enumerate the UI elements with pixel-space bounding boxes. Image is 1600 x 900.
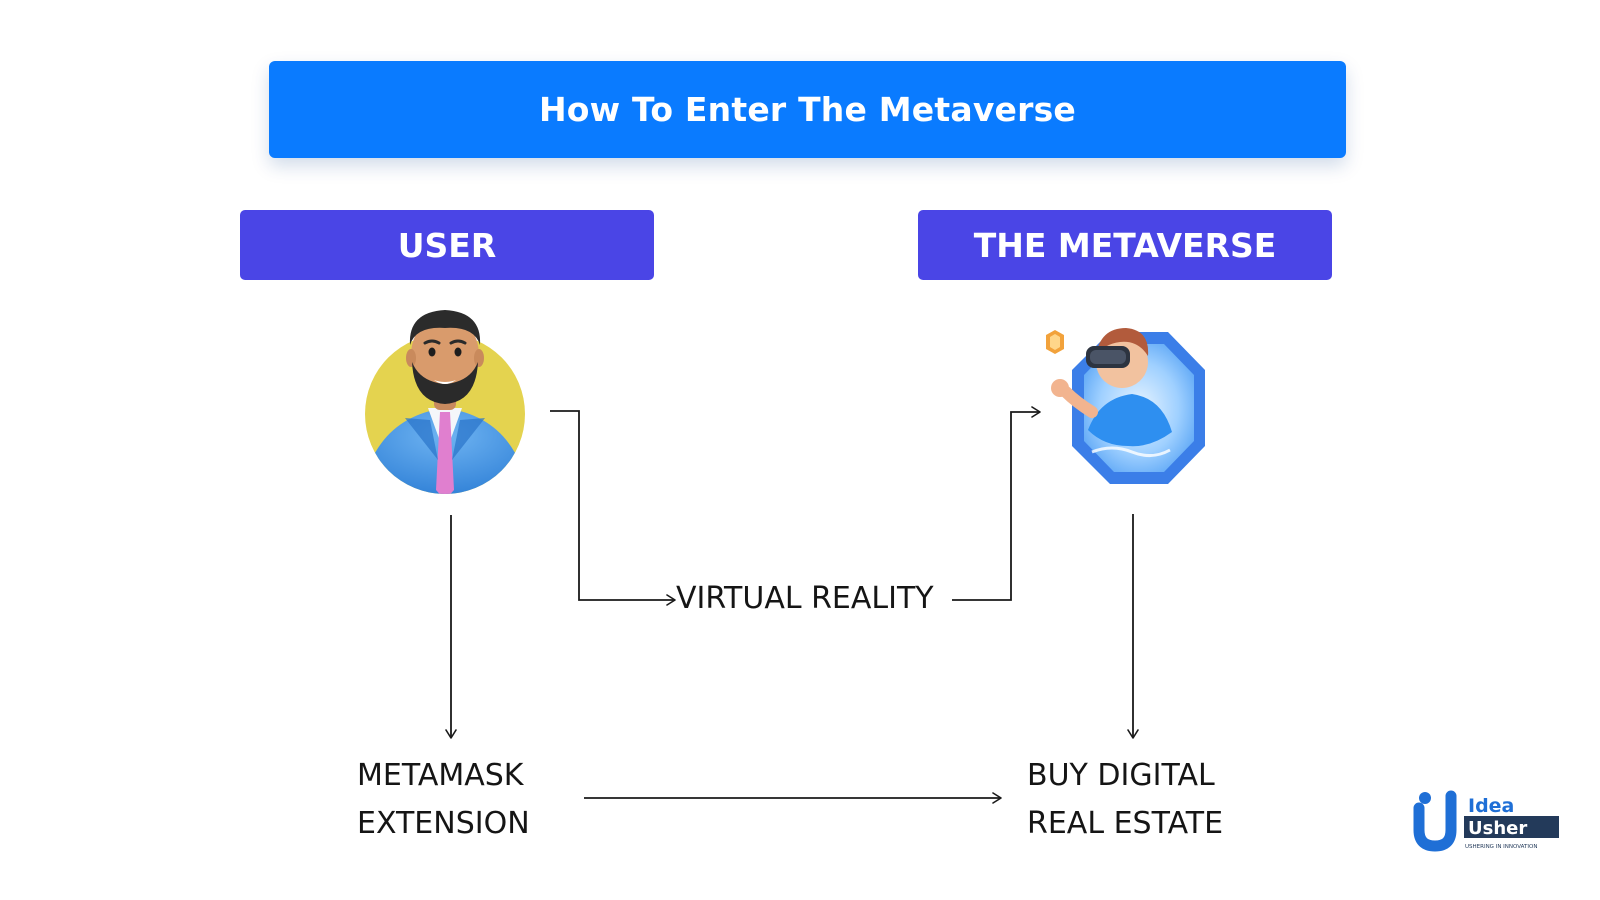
metaverse-header: THE METAVERSE <box>918 210 1332 280</box>
virtual-reality-label: VIRTUAL REALITY <box>676 581 934 616</box>
connector-vr-to-metaverse <box>952 406 1041 601</box>
title-banner: How To Enter The Metaverse <box>269 61 1346 158</box>
idea-usher-logo: Idea Usher USHERING IN INNOVATION <box>1413 790 1559 852</box>
logo-tagline: USHERING IN INNOVATION <box>1465 844 1537 850</box>
page-title: How To Enter The Metaverse <box>538 90 1077 129</box>
vr-headset-portal-icon <box>1046 328 1205 484</box>
logo-word-usher: Usher <box>1468 818 1527 839</box>
buy-line-2: REAL ESTATE <box>1027 806 1224 841</box>
metamask-extension-label: METAMASK EXTENSION <box>357 752 530 848</box>
connector-user-to-vr <box>550 410 676 606</box>
metamask-line-1: METAMASK <box>357 758 524 793</box>
user-header-label: USER <box>397 225 497 265</box>
buy-line-1: BUY DIGITAL <box>1027 758 1215 793</box>
metamask-line-2: EXTENSION <box>357 806 530 841</box>
metaverse-header-label: THE METAVERSE <box>973 225 1277 265</box>
user-header: USER <box>240 210 654 280</box>
logo-word-idea: Idea <box>1468 795 1514 817</box>
businessman-avatar-icon <box>365 310 525 494</box>
buy-digital-real-estate-label: BUY DIGITAL REAL ESTATE <box>1027 752 1223 848</box>
